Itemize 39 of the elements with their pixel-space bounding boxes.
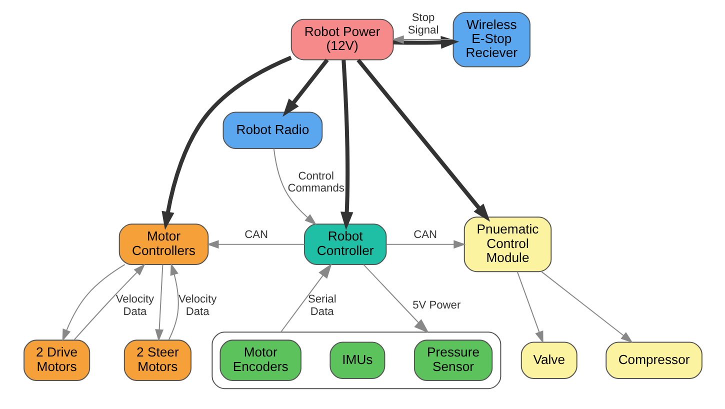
edge-label: Serial Data <box>307 294 336 318</box>
arrow <box>392 36 459 49</box>
node-box: Compressor <box>605 342 702 380</box>
node-box: 2 Steer Motors <box>123 340 191 382</box>
node-box: Pressure Sensor <box>413 340 492 382</box>
arrow <box>280 263 332 332</box>
node-box: Motor Controllers <box>118 224 208 266</box>
edge-label: 5V Power <box>412 300 460 312</box>
arrow <box>540 271 632 343</box>
arrow <box>272 148 316 226</box>
edge-label: Velocity Data <box>115 294 154 318</box>
edge-label: CAN <box>244 229 268 242</box>
arrow <box>386 240 466 249</box>
arrow <box>154 264 164 342</box>
node-box: Robot Radio <box>222 112 322 150</box>
arrow <box>161 56 292 230</box>
node-box: Pnuematic Control Module <box>463 216 552 272</box>
arrow <box>356 58 490 222</box>
node-box: Wireless E-Stop Reciever <box>452 12 530 68</box>
arrow <box>362 264 428 334</box>
cluster <box>211 332 501 390</box>
node-box: 2 Drive Motors <box>23 340 90 382</box>
node-box: Valve <box>520 342 577 380</box>
edge-label: Stop Signal <box>407 12 438 36</box>
node-box: Motor Encoders <box>219 340 301 382</box>
node-box: IMUs <box>329 342 385 380</box>
edge-label: Control Commands <box>287 170 344 195</box>
arrow <box>62 264 125 342</box>
arrow <box>282 58 328 117</box>
arrow <box>391 35 453 44</box>
arrow <box>340 60 353 230</box>
node-box: Robot Controller <box>303 224 386 266</box>
arrow <box>168 263 178 340</box>
arrow <box>516 272 543 344</box>
edge-label: Velocity Data <box>178 294 216 318</box>
edge-label: CAN <box>413 229 436 242</box>
arrow <box>206 240 304 249</box>
node-box: Robot Power (12V) <box>290 18 394 60</box>
arrow <box>73 264 145 340</box>
